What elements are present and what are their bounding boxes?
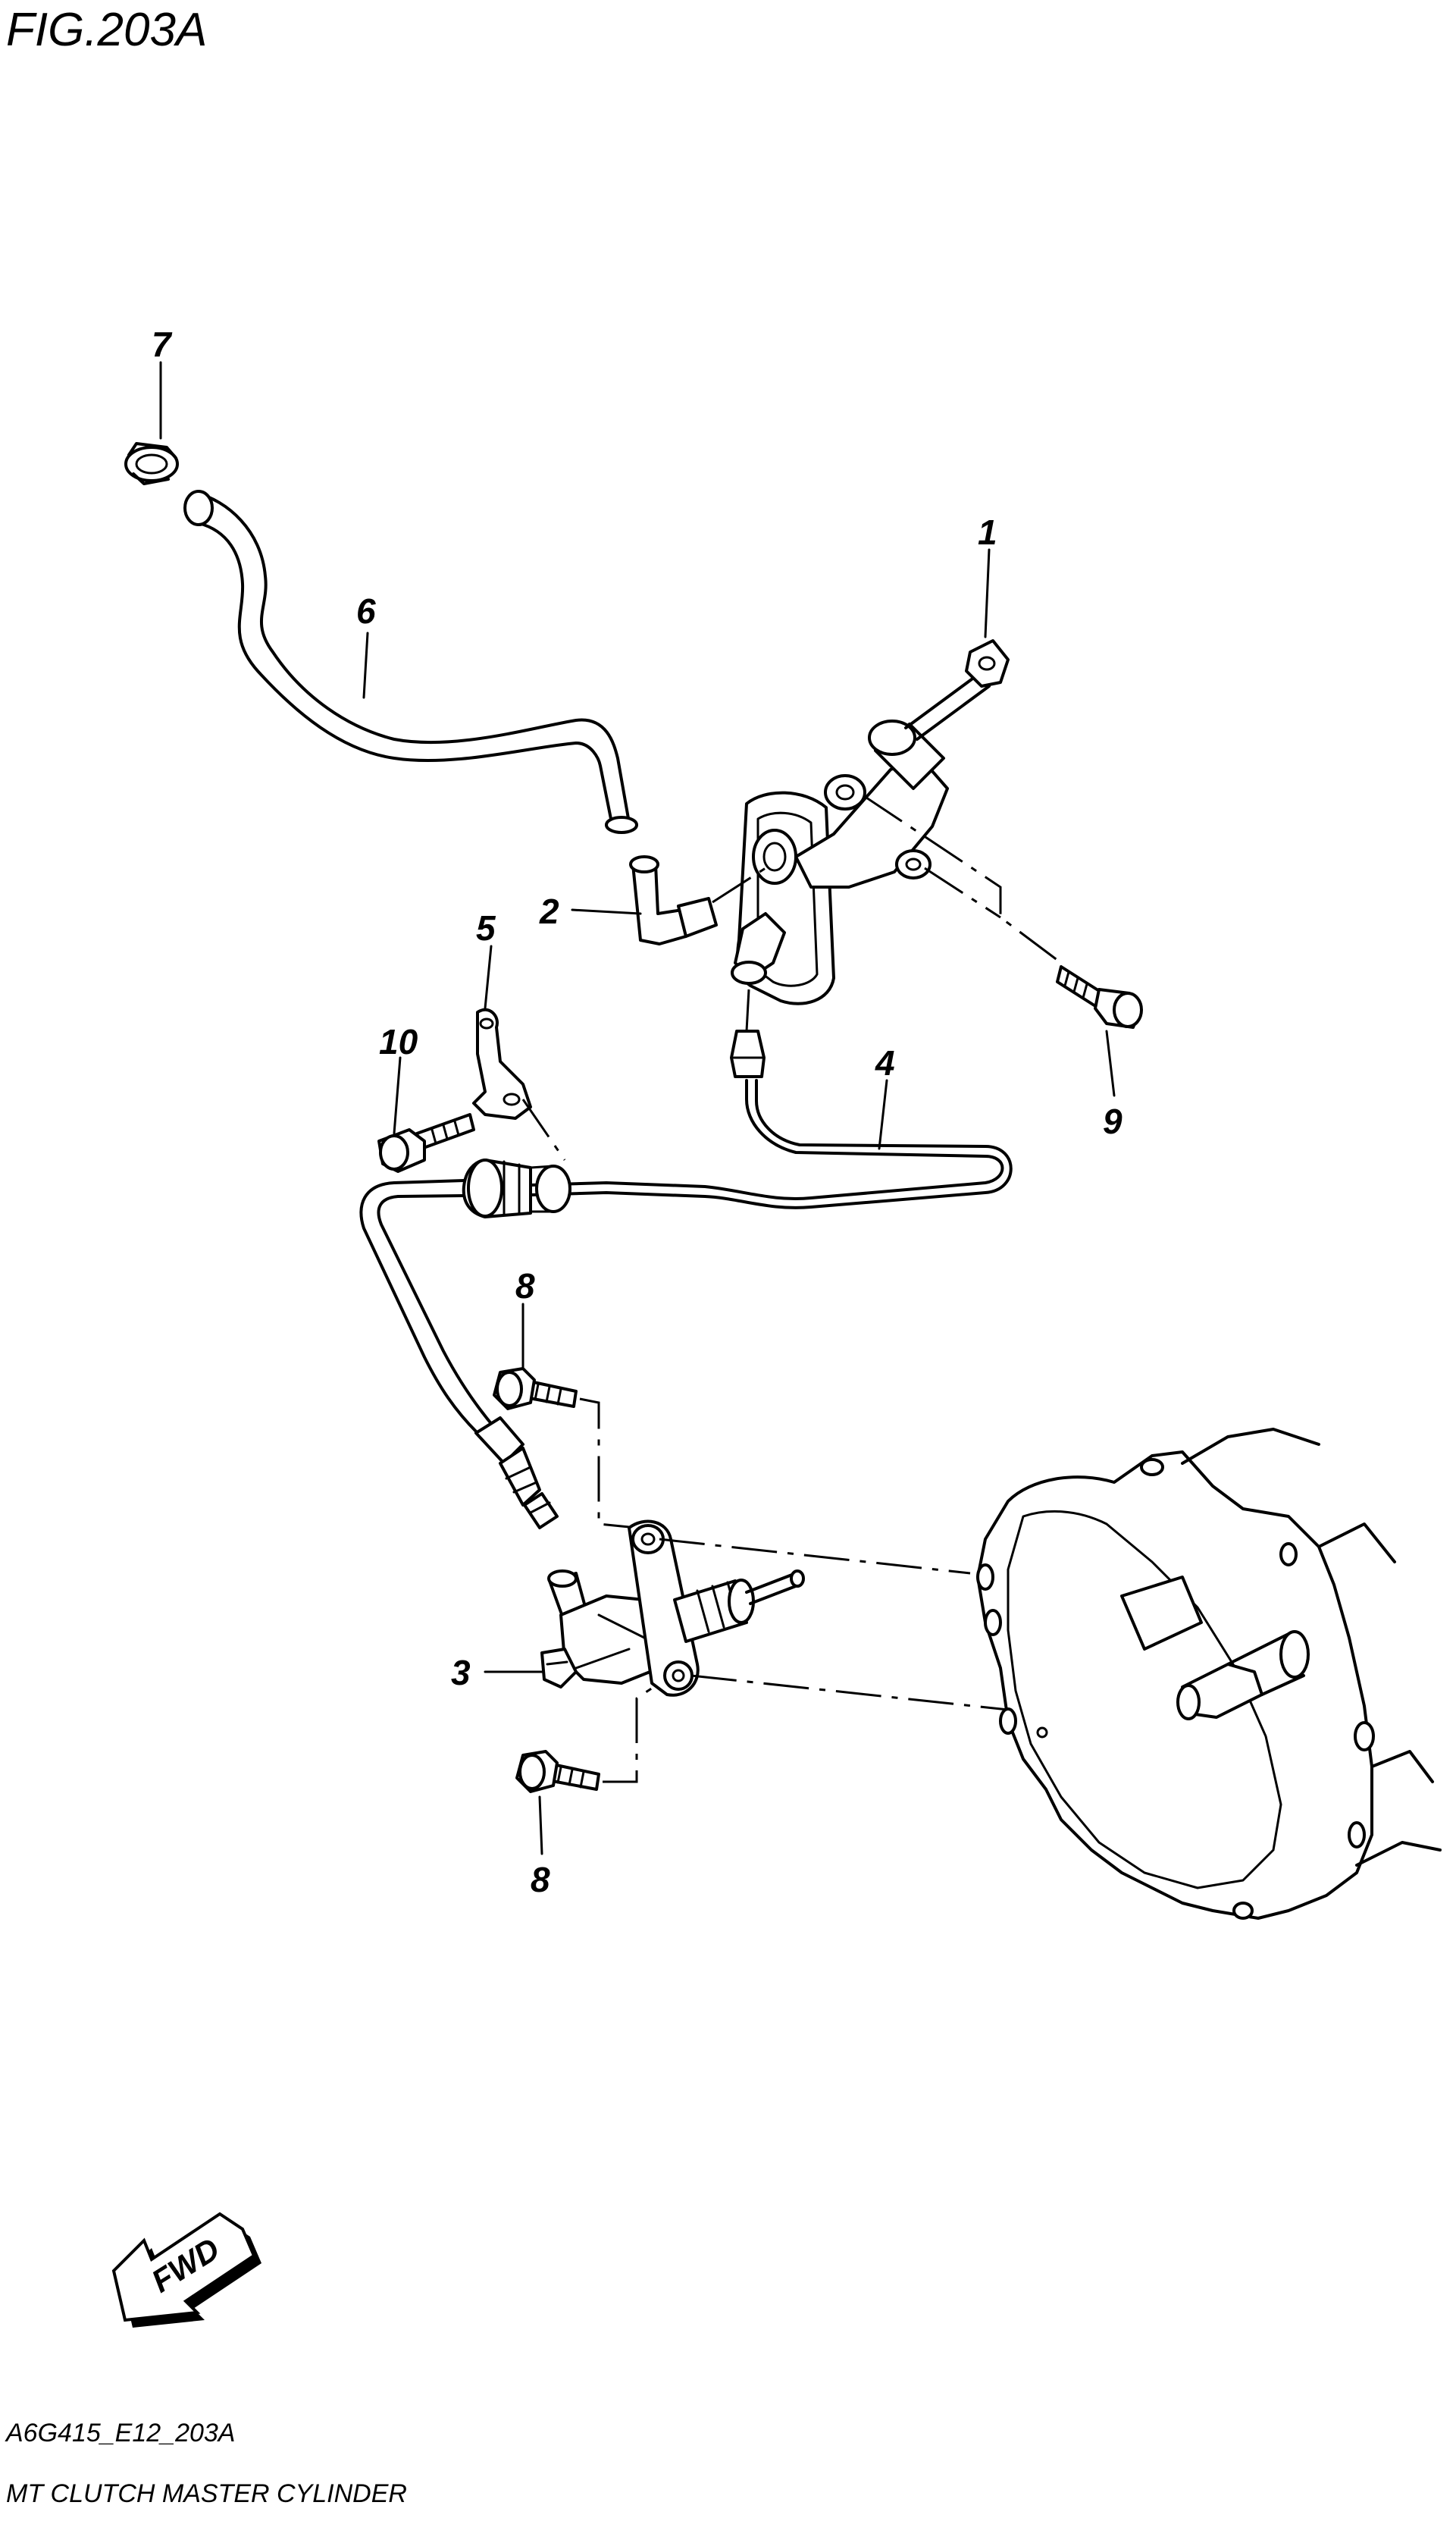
leader-9 <box>1105 1030 1116 1097</box>
callout-3: 3 <box>451 1653 471 1692</box>
figure-title: FIG.203A <box>6 4 207 56</box>
part-10-bolt[interactable] <box>377 1113 475 1173</box>
callout-4: 4 <box>875 1043 895 1083</box>
part-3-release-cylinder[interactable] <box>540 1519 805 1697</box>
callout-2: 2 <box>539 892 559 931</box>
part-8-upper-bolt[interactable] <box>493 1367 578 1410</box>
dash-bracket-to-grommet <box>521 1099 566 1161</box>
callout-1: 1 <box>978 513 997 552</box>
transmission-housing <box>976 1428 1442 1920</box>
part-2-elbow-connector[interactable] <box>629 855 718 945</box>
leader-1 <box>984 548 991 638</box>
callout-10: 10 <box>379 1022 418 1061</box>
leader-8-lower <box>538 1795 543 1855</box>
part-4-clutch-pipe[interactable] <box>359 1030 1013 1529</box>
dash-to-bolt-9b <box>924 867 1001 919</box>
part-5-bracket[interactable] <box>472 1008 532 1120</box>
dash-cyl-to-housing-bottom <box>690 1674 1009 1711</box>
callout-8-lower: 8 <box>531 1860 550 1899</box>
figure-caption: MT CLUTCH MASTER CYLINDER <box>6 2479 407 2508</box>
dash-connector-to-cylinder <box>712 867 766 904</box>
dash-cyl-to-housing-top <box>659 1538 971 1575</box>
part-8-lower-bolt[interactable] <box>515 1750 600 1793</box>
callout-7: 7 <box>152 325 173 364</box>
callout-6: 6 <box>356 591 376 631</box>
fwd-arrow: FWD <box>111 2212 261 2328</box>
leader-4 <box>878 1079 888 1150</box>
leader-2 <box>571 908 642 915</box>
callout-8-upper: 8 <box>515 1266 535 1306</box>
dash-lower-bolt <box>603 1682 660 1783</box>
part-1-clutch-master-cylinder[interactable] <box>731 639 1010 1005</box>
leader-10 <box>393 1056 402 1135</box>
dash-to-bolt-9a <box>863 795 1062 964</box>
dash-upper-bolt <box>579 1397 637 1529</box>
leader-6 <box>362 632 369 699</box>
part-7-hose-clip[interactable] <box>124 442 179 485</box>
part-9-bolt[interactable] <box>1056 965 1143 1029</box>
leader-5 <box>484 945 493 1010</box>
callout-9: 9 <box>1103 1102 1123 1141</box>
dash-outlet-to-pipe <box>745 989 750 1032</box>
callout-5: 5 <box>476 908 496 948</box>
figure-code: A6G415_E12_203A <box>5 2419 235 2447</box>
part-6-reservoir-hose[interactable] <box>183 490 638 834</box>
